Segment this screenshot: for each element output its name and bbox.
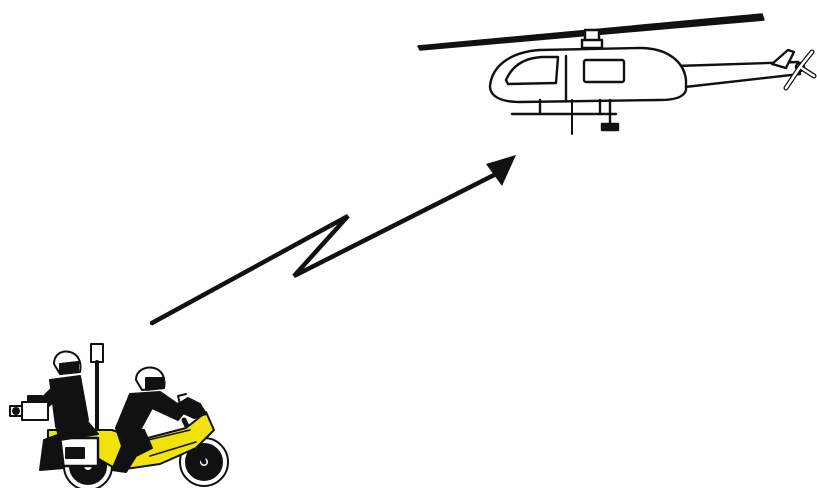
radio-link-arrow-icon [152,155,516,323]
link-arrowhead [486,155,516,186]
camera-motorcycle-icon [10,344,228,488]
side-window [584,60,624,82]
helicopter-icon [418,14,814,134]
antenna-mast [91,344,103,438]
tv-camera-icon [10,396,48,420]
rotor-mast [582,30,602,48]
luggage-badge [66,448,84,458]
link-bolt [152,172,500,323]
